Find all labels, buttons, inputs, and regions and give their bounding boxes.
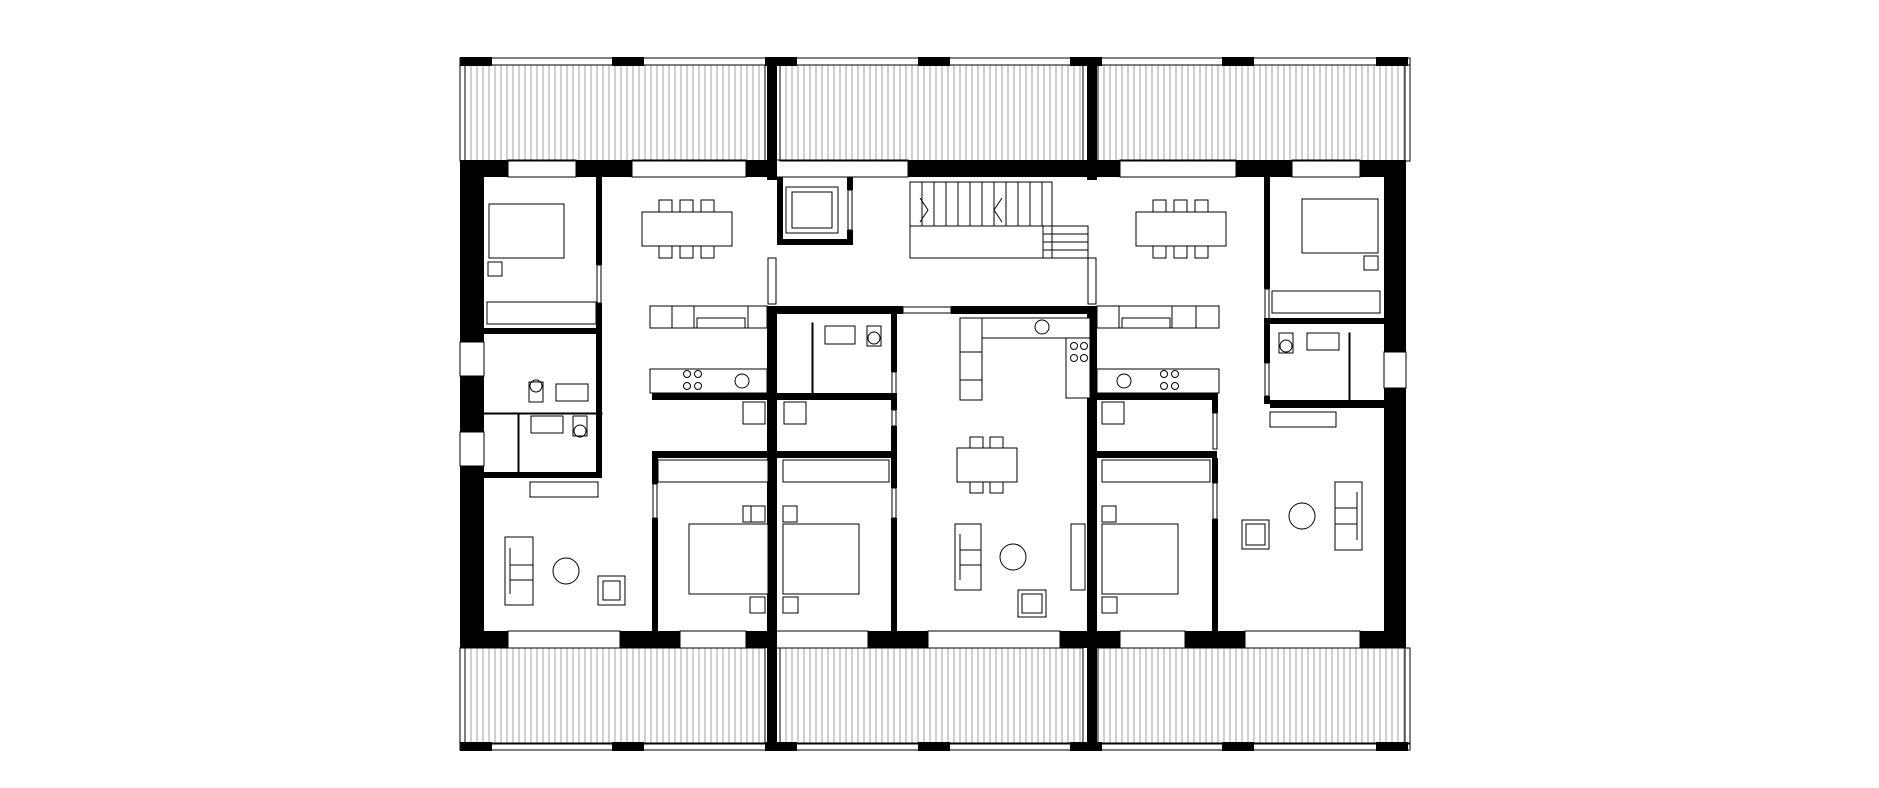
interior-walls xyxy=(483,160,1384,648)
balcony-bottom-left xyxy=(464,647,766,745)
balcony-top-right xyxy=(1097,64,1406,162)
living-left xyxy=(504,481,626,606)
bed xyxy=(486,203,597,325)
dining-middle xyxy=(956,436,1018,494)
balcony-top-middle xyxy=(779,64,1084,162)
balcony-top-left xyxy=(464,64,766,162)
kitchen-counter xyxy=(649,305,768,394)
shaft-room xyxy=(785,186,839,234)
balcony-rails xyxy=(459,57,1411,751)
bedroom-right xyxy=(1101,523,1179,614)
exterior-walls xyxy=(459,159,1407,649)
dining-table xyxy=(641,199,733,259)
furniture xyxy=(486,198,1381,618)
kitchen-middle xyxy=(959,317,1091,401)
living-middle xyxy=(954,523,1086,618)
bath-middle xyxy=(783,325,882,425)
bath-right xyxy=(1278,332,1340,354)
balcony-dividers xyxy=(767,57,1097,751)
bedroom-middle-left xyxy=(750,459,890,614)
bathroom xyxy=(528,379,589,438)
dining-right xyxy=(1135,199,1227,259)
storage-left xyxy=(657,401,769,523)
bed-right xyxy=(1271,198,1381,314)
bedroom-left xyxy=(688,523,769,614)
living-right xyxy=(1241,411,1363,551)
kitchen-right xyxy=(1096,305,1220,394)
balcony-bottom-right xyxy=(1097,647,1406,745)
stair xyxy=(909,181,1089,259)
storage-right xyxy=(1101,401,1211,523)
balconies xyxy=(464,64,1406,745)
balcony-bottom-middle xyxy=(779,647,1084,745)
